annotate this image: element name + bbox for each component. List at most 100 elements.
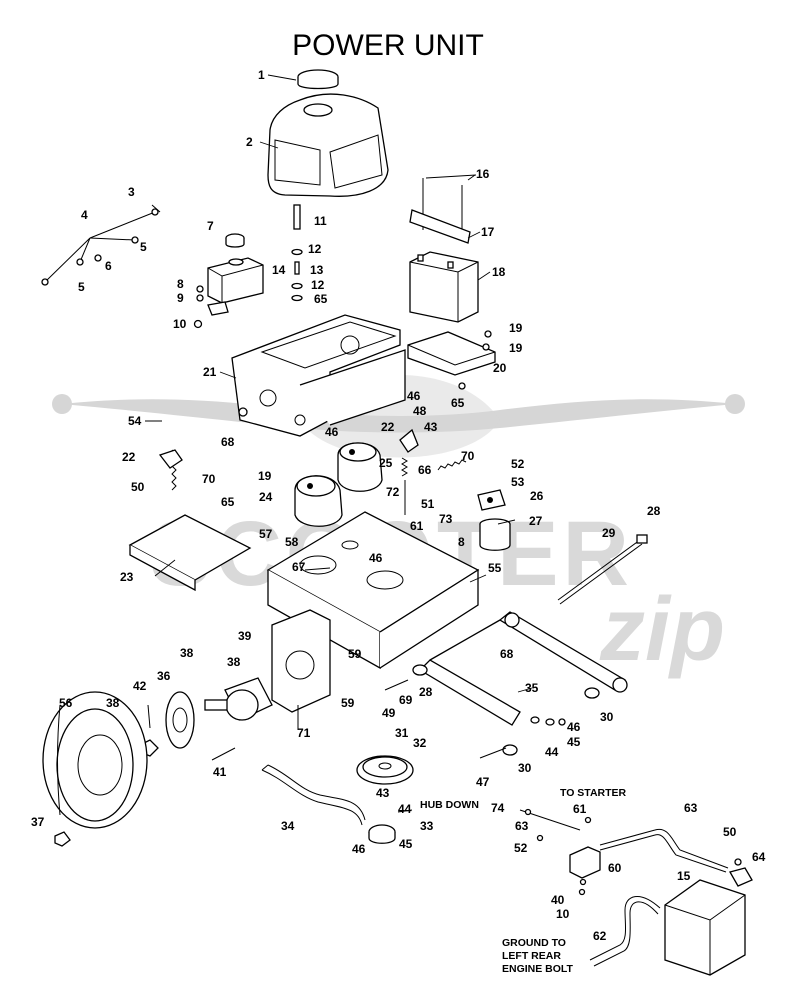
callout-57: 57 [259, 527, 273, 541]
callout-65: 65 [451, 396, 465, 410]
callout-23: 23 [120, 570, 134, 584]
callout-50: 50 [723, 825, 737, 839]
note-ground-line2: LEFT REAR [502, 950, 561, 962]
callout-65: 65 [221, 495, 235, 509]
callout-47: 47 [476, 775, 490, 789]
callout-38: 38 [227, 655, 241, 669]
callout-14: 14 [272, 263, 286, 277]
callout-58: 58 [285, 535, 299, 549]
starter-cable-63 [519, 809, 729, 873]
callout-70: 70 [202, 472, 216, 486]
bushing-30-lower [502, 744, 518, 756]
callout-38: 38 [180, 646, 194, 660]
note-hub-down: HUB DOWN [420, 799, 479, 811]
watermark-word-zip: zip [599, 580, 725, 680]
starter-relay [569, 846, 601, 879]
callout-59: 59 [341, 696, 355, 710]
callout-63: 63 [515, 819, 529, 833]
callout-22: 22 [122, 450, 136, 464]
note-ground-line1: GROUND TO [502, 937, 566, 949]
callout-41: 41 [213, 765, 227, 779]
lug-nut-37 [54, 831, 71, 847]
callout-73: 73 [439, 512, 453, 526]
callout-43: 43 [424, 420, 438, 434]
callout-38: 38 [106, 696, 120, 710]
callout-19: 19 [509, 341, 523, 355]
callout-46: 46 [407, 389, 421, 403]
callout-5: 5 [140, 240, 147, 254]
hub-key-42 [147, 704, 151, 729]
callout-37: 37 [31, 815, 45, 829]
callout-6: 6 [105, 259, 112, 273]
callout-33: 33 [420, 819, 434, 833]
callout-34: 34 [281, 819, 295, 833]
callout-8: 8 [458, 535, 465, 549]
callout-44: 44 [398, 802, 412, 816]
callout-44: 44 [545, 745, 559, 759]
swing-arm [418, 611, 628, 726]
callout-40: 40 [551, 893, 565, 907]
callout-13: 13 [310, 263, 324, 277]
tie-rod [557, 534, 648, 605]
bushing-28 [412, 664, 428, 676]
callout-22: 22 [381, 420, 395, 434]
callout-29: 29 [602, 526, 616, 540]
callout-39: 39 [238, 629, 252, 643]
callout-35: 35 [525, 681, 539, 695]
callout-51: 51 [421, 497, 435, 511]
drive-tire [42, 691, 148, 829]
ground-cable [589, 896, 661, 967]
callout-9: 9 [177, 291, 184, 305]
callout-12: 12 [308, 242, 322, 256]
callout-26: 26 [530, 489, 544, 503]
oil-filter [479, 518, 511, 551]
callout-30: 30 [600, 710, 614, 724]
callout-46: 46 [352, 842, 366, 856]
note-to-starter: TO STARTER [560, 787, 627, 799]
drive-pulley [356, 755, 414, 785]
callout-10: 10 [173, 317, 187, 331]
wheel-hub [165, 691, 195, 749]
tension-spring-right [437, 459, 467, 471]
fuel-tank [267, 93, 389, 197]
hydro-pump-right [337, 442, 383, 492]
callout-36: 36 [157, 669, 171, 683]
callout-59: 59 [348, 647, 362, 661]
callout-70: 70 [461, 449, 475, 463]
callout-49: 49 [382, 706, 396, 720]
callout-53: 53 [511, 475, 525, 489]
motor-mount-bracket [271, 609, 331, 713]
fuel-cap [297, 69, 339, 90]
callout-62: 62 [593, 929, 607, 943]
callout-74: 74 [491, 801, 505, 815]
reservoir-hardware [193, 285, 204, 329]
callout-2: 2 [246, 135, 253, 149]
callout-19: 19 [509, 321, 523, 335]
callout-28: 28 [647, 504, 661, 518]
callout-68: 68 [500, 647, 514, 661]
callout-66: 66 [418, 463, 432, 477]
callout-20: 20 [493, 361, 507, 375]
callout-67: 67 [292, 560, 306, 574]
callout-61: 61 [410, 519, 424, 533]
page-title: POWER UNIT [292, 29, 484, 62]
callout-30: 30 [518, 761, 532, 775]
callout-69: 69 [399, 693, 413, 707]
callout-5: 5 [78, 280, 85, 294]
steering-linkage [41, 204, 161, 286]
callout-31: 31 [395, 726, 409, 740]
callout-numbers: 1 2 3 4 5 6 5 7 8 9 10 11 12 13 12 65 14… [31, 68, 766, 943]
callout-17: 17 [481, 225, 495, 239]
note-ground-line3: ENGINE BOLT [502, 963, 574, 975]
callout-15: 15 [677, 869, 691, 883]
battery-top [409, 251, 479, 323]
callout-72: 72 [386, 485, 400, 499]
hub-bolt-41 [211, 747, 236, 761]
callout-43: 43 [376, 786, 390, 800]
callout-46: 46 [325, 425, 339, 439]
bracket-bolts [458, 330, 492, 390]
callout-3: 3 [128, 185, 135, 199]
callout-16: 16 [476, 167, 490, 181]
bushing-30-upper [584, 687, 600, 699]
